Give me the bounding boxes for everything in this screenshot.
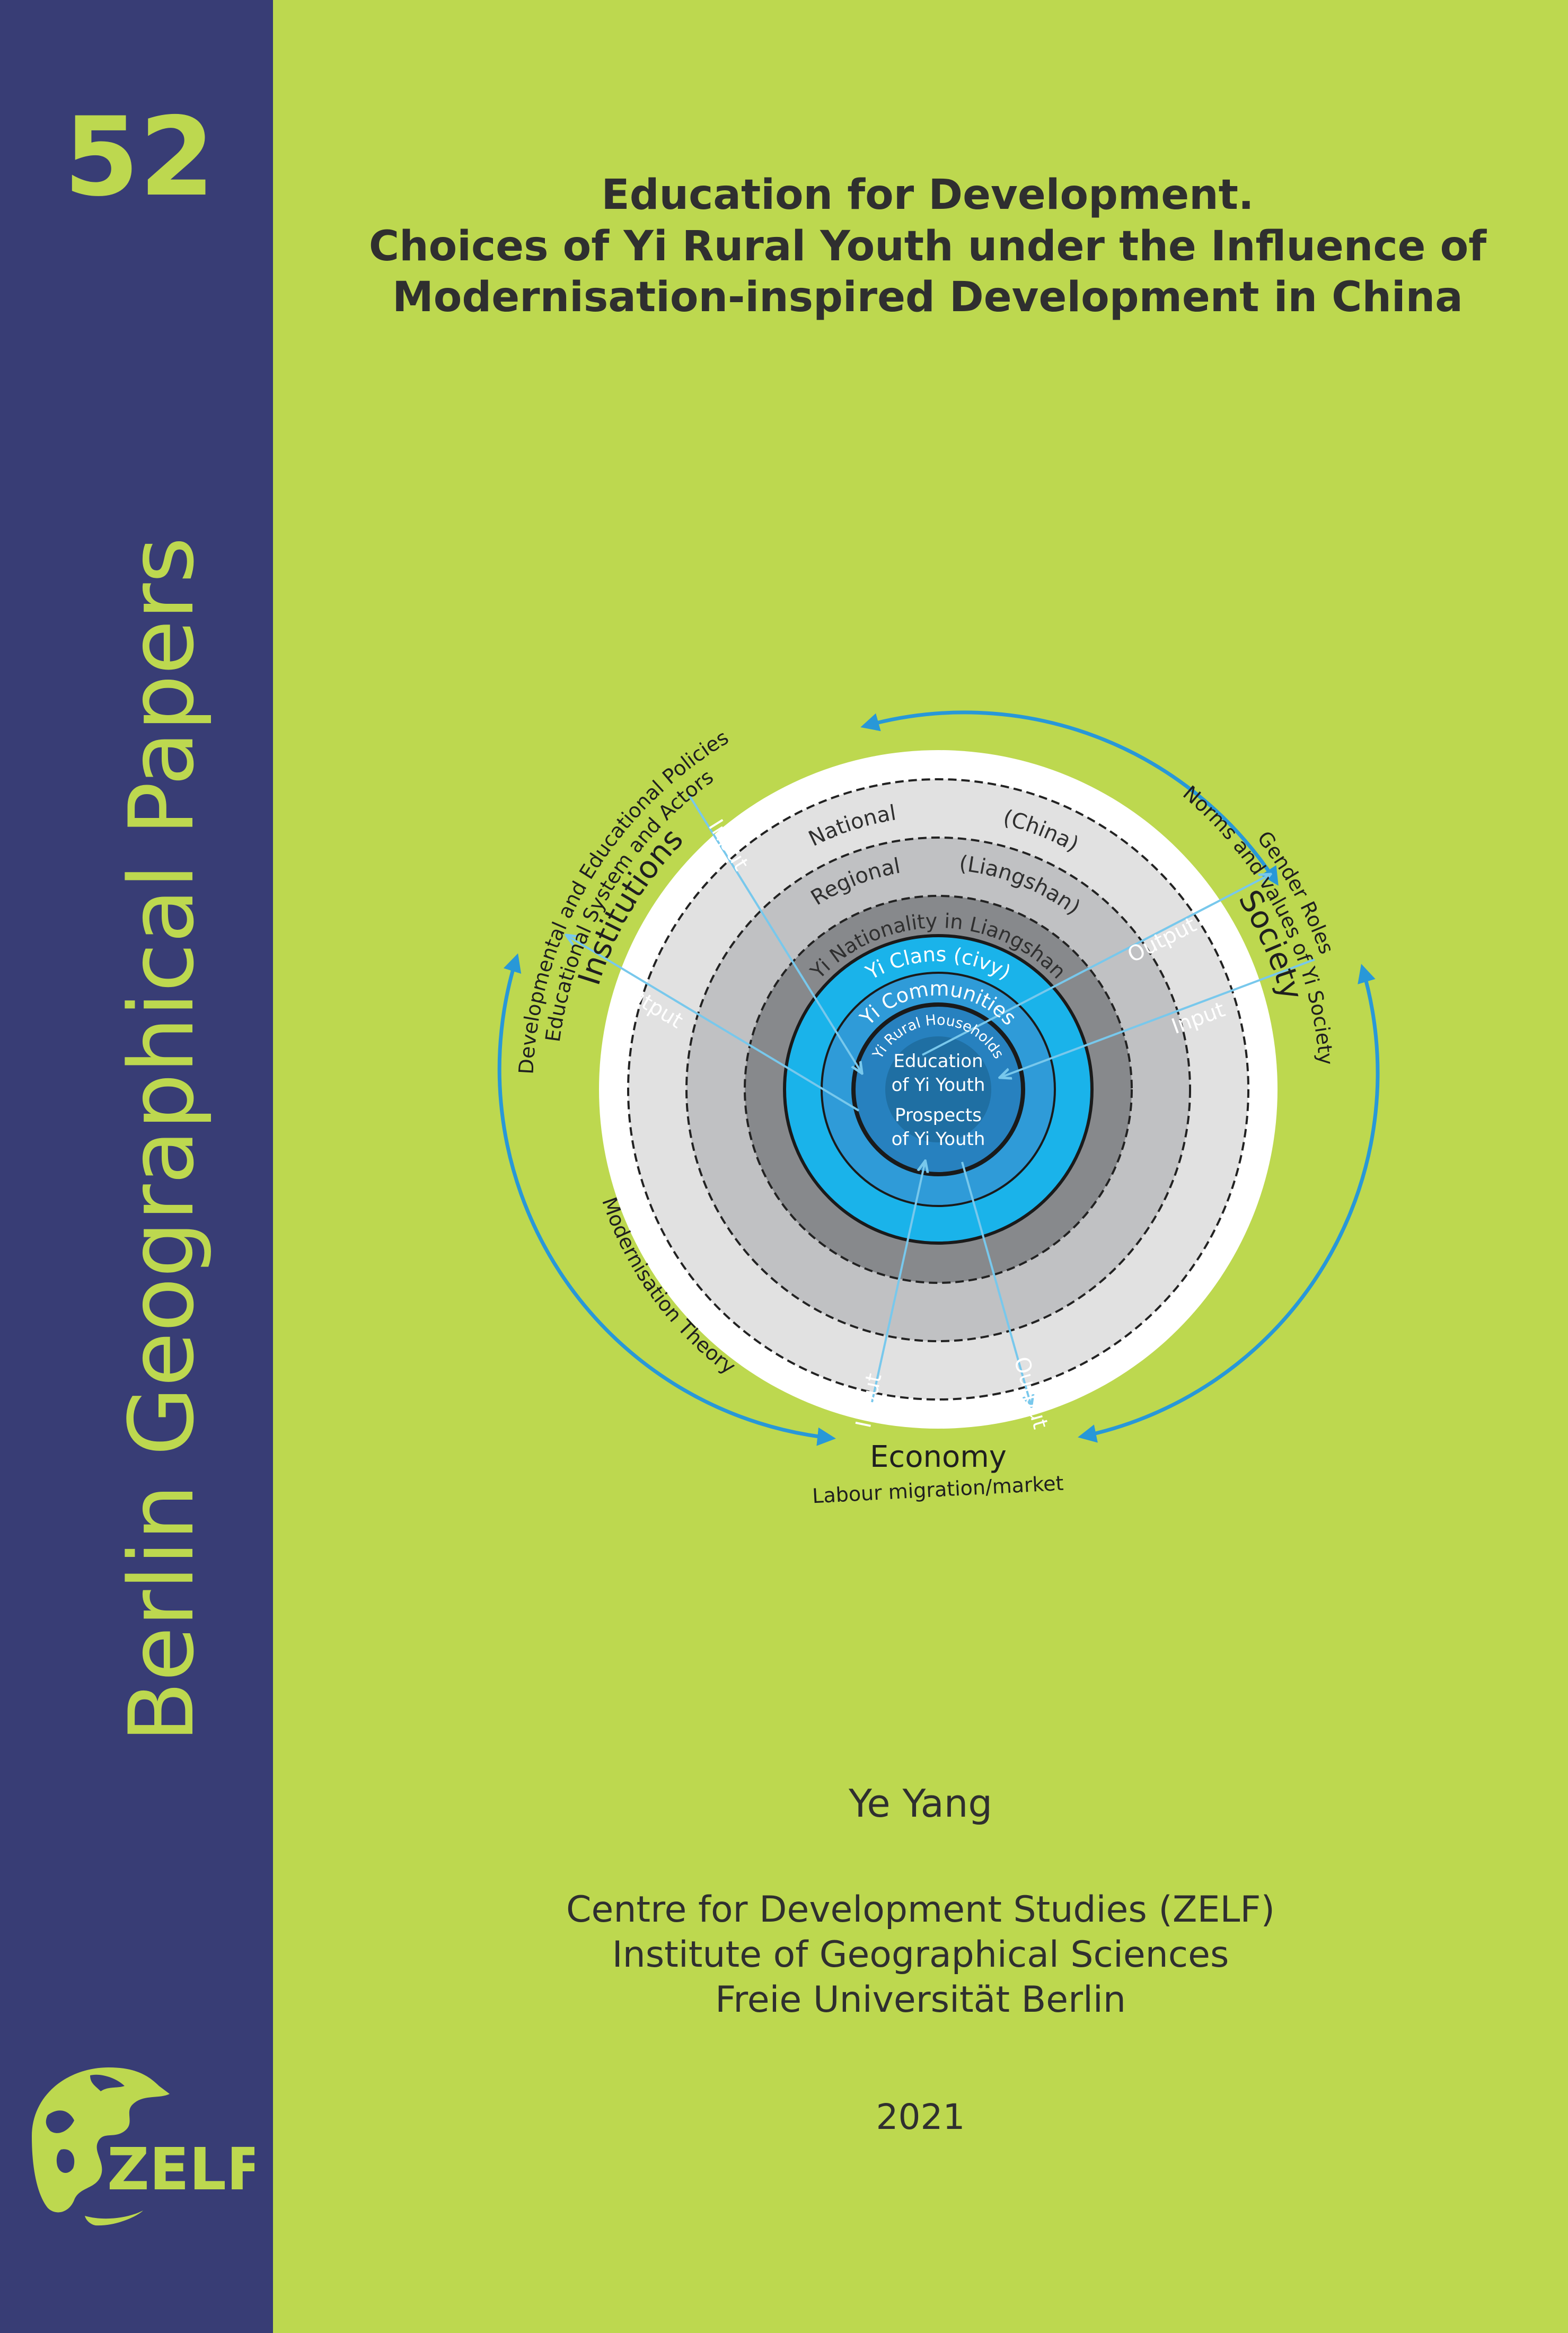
zelf-logo: ZELF [32,2067,254,2226]
output-line-society [922,875,1270,1056]
economy-institutions-arrow [497,953,836,1446]
input-line-society [1001,958,1315,1077]
globe-icon [32,2067,170,2226]
zelf-logo-text: ZELF [107,2135,254,2203]
affiliation: Centre for Development Studies (ZELF) In… [273,1887,1568,2022]
input-line-economy [871,1162,925,1403]
book-title-line-2: Choices of Yi Rural Youth under the Infl… [368,222,1487,270]
year: 2021 [876,2097,965,2137]
society-economy-arrow [1078,964,1380,1443]
label-economy: Economy [870,1440,1007,1474]
affiliation-line-1: Centre for Development Studies (ZELF) [566,1889,1275,1931]
affiliation-line-2: Institute of Geographical Sciences [612,1934,1229,1976]
series-sidebar: 52 Berlin Geographical Papers ZELF [0,0,273,2333]
core-text: Education of Yi Youth Prospects of Yi Yo… [892,1051,985,1150]
development-diagram: National (China) Regional (Liangshan) Yi… [497,710,1380,1508]
core-of-youth-2: of Yi Youth [892,1129,985,1150]
institutions-society-arrow [860,710,1279,886]
affiliation-line-3: Freie Universität Berlin [715,1979,1126,2021]
core-of-youth-1: of Yi Youth [892,1075,985,1096]
book-title-line-3: Modernisation-inspired Development in Ch… [392,274,1463,322]
output-line-economy [961,1161,1031,1405]
series-number: 52 [64,94,215,221]
core-prospects: Prospects [895,1105,982,1126]
series-title: Berlin Geographical Papers [110,536,214,1743]
book-title-line-1: Education for Development. [601,171,1254,219]
core-education: Education [893,1051,983,1072]
input-line-institutions [688,794,861,1072]
book-title: Education for Development. Choices of Yi… [297,170,1558,323]
core-circle [885,1036,991,1142]
label-economy-sub: Labour migration/market [812,1472,1064,1508]
output-line-institutions [567,936,860,1112]
author: Ye Yang [848,1781,993,1826]
